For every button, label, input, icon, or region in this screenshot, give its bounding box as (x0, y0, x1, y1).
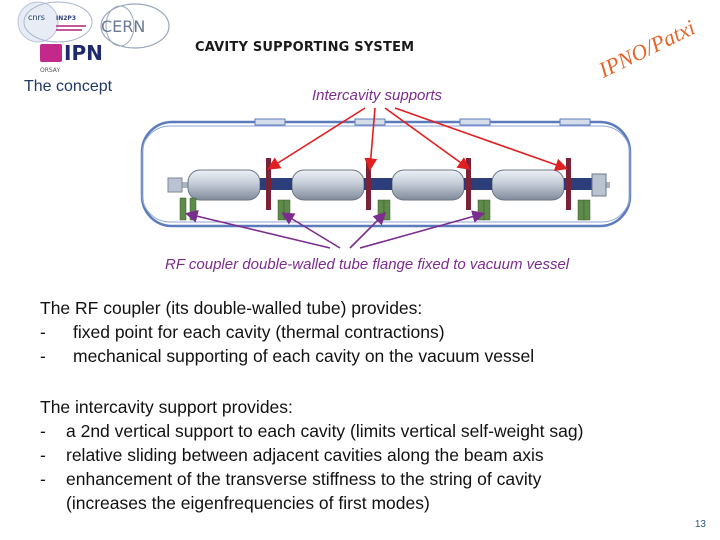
list-item: - enhancement of the transverse stiffnes… (40, 467, 700, 491)
institution-logos: cnrs IN2P3 IPN ORSAY (17, 1, 103, 74)
cavity-4 (491, 169, 565, 201)
intercavity-section: The intercavity support provides: - a 2n… (40, 395, 700, 515)
bullet-dash: - (40, 346, 46, 366)
cern-logo-text: CERN (101, 17, 145, 36)
in2p3-logo-text: IN2P3 (56, 15, 76, 22)
orsay-logo-text: ORSAY (40, 67, 60, 74)
cnrs-logo-text: cnrs (28, 13, 45, 22)
logo-cluster: cnrs IN2P3 IPN ORSAY (0, 0, 200, 100)
page-number: 13 (694, 519, 706, 530)
ipn-logo-mark (40, 44, 62, 62)
list-item: - fixed point for each cavity (thermal c… (40, 320, 700, 344)
cryomodule-drawing (140, 107, 632, 249)
list-item-text: a 2nd vertical support to each cavity (l… (66, 421, 584, 441)
cavity-3 (391, 169, 465, 201)
cavity-2 (291, 169, 365, 201)
rf-coupler-section: The RF coupler (its double-walled tube) … (40, 296, 700, 368)
list-item: - a 2nd vertical support to each cavity … (40, 419, 700, 443)
stamp-text: IPNO/Patxi (594, 14, 699, 83)
list-item-continuation: (increases the eigenfrequencies of first… (66, 493, 430, 513)
list-item: - mechanical supporting of each cavity o… (40, 344, 700, 368)
author-stamp: IPNO/Patxi (592, 8, 702, 84)
list-item-text: fixed point for each cavity (thermal con… (73, 322, 445, 342)
intercavity-heading: The intercavity support provides: (40, 397, 293, 417)
bullet-dash: - (40, 445, 46, 465)
bullet-dash: - (40, 469, 46, 489)
ipn-logo-text: IPN (64, 41, 103, 65)
slide-subtitle: The concept (24, 78, 113, 95)
list-item-text: enhancement of the transverse stiffness … (66, 469, 542, 489)
cavity-1 (187, 169, 261, 201)
bullet-dash: - (40, 322, 46, 342)
bullet-dash: - (40, 421, 46, 441)
coupler-arrows (184, 210, 486, 249)
list-item-text: relative sliding between adjacent caviti… (66, 445, 544, 465)
rf-coupler-heading: The RF coupler (its double-walled tube) … (40, 298, 423, 318)
list-item: - relative sliding between adjacent cavi… (40, 443, 700, 467)
cryomodule-diagram (130, 100, 640, 270)
intercavity-supports-label: Intercavity supports (312, 87, 443, 104)
rf-coupler-label: RF coupler double-walled tube flange fix… (165, 256, 570, 273)
list-item-text: mechanical supporting of each cavity on … (73, 346, 535, 366)
intercavity-arrows (267, 107, 569, 172)
cern-logo: CERN (90, 2, 170, 57)
slide-title: CAVITY SUPPORTING SYSTEM (195, 40, 415, 55)
